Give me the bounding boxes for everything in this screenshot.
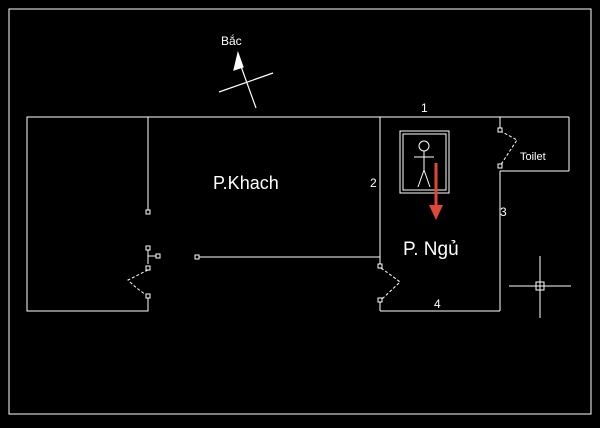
crosshair-icon	[509, 256, 571, 318]
bedroom-door	[377, 263, 401, 303]
toilet-door	[497, 127, 518, 169]
wall-number-top: 1	[421, 101, 428, 115]
toilet-walls	[499, 116, 570, 172]
direction-arrow-icon	[429, 163, 443, 220]
wall-number-left: 2	[370, 176, 377, 190]
compass-north-arrow-icon	[218, 50, 274, 109]
person-figure-icon	[399, 130, 450, 194]
compass-label: Bắc	[221, 33, 242, 48]
viewport-frame	[8, 8, 592, 415]
toilet-label: Toilet	[520, 151, 546, 163]
living-room-door	[127, 209, 200, 299]
bedroom-walls	[379, 116, 501, 312]
wall-number-bottom: 4	[434, 297, 441, 311]
living-room-walls	[26, 116, 380, 312]
bedroom-label: P. Ngủ	[403, 239, 459, 260]
wall-number-right: 3	[500, 205, 507, 219]
living-room-label: P.Khach	[213, 173, 279, 193]
